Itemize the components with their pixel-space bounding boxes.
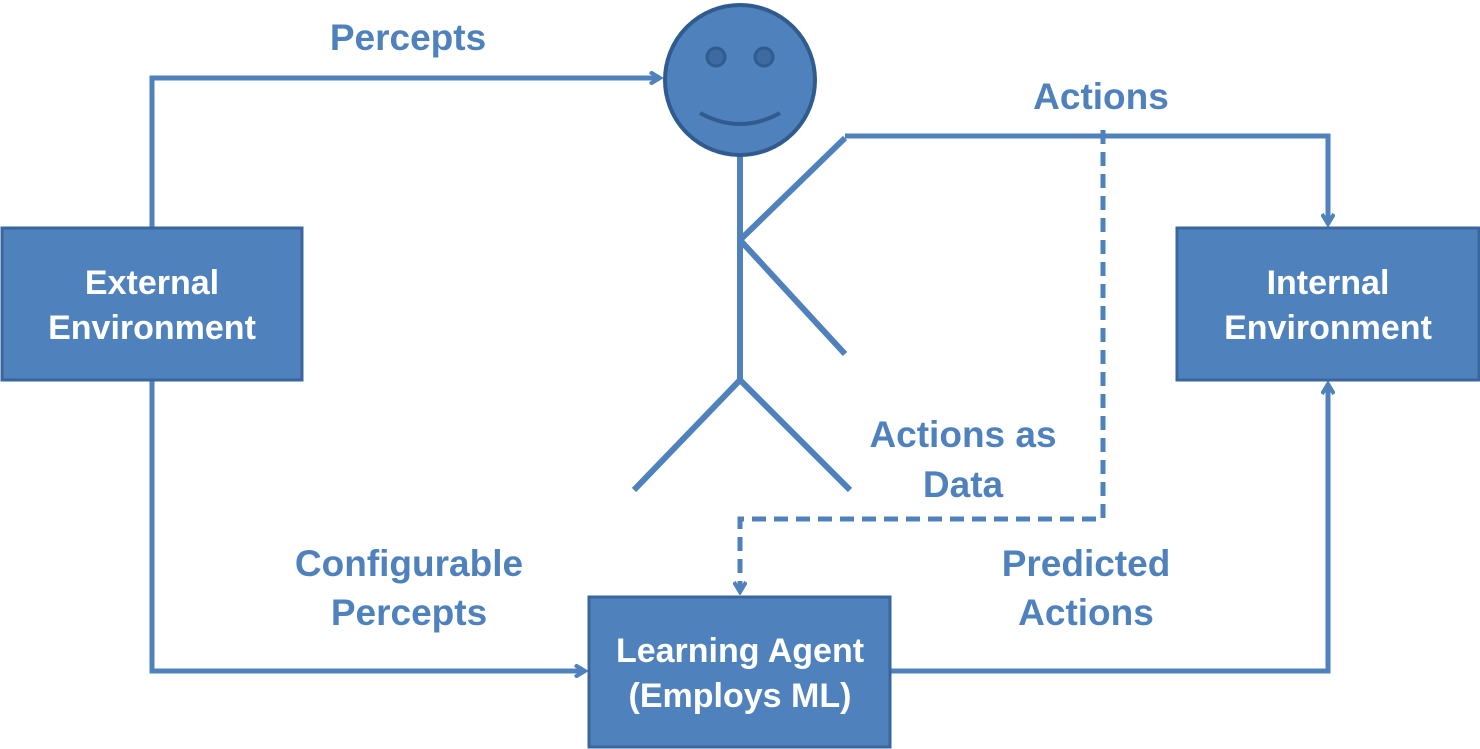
right-eye: [753, 46, 775, 68]
external-environment-box: External Environment: [0, 226, 304, 382]
internal-environment-label-2: Environment: [1224, 309, 1432, 347]
percepts-arrow: [149, 78, 660, 228]
configurable-percepts-arrow: [149, 380, 585, 671]
configurable-percepts-label-2: Percepts: [331, 592, 487, 633]
left-eye: [705, 46, 727, 68]
configurable-percepts-label-1: Configurable: [295, 543, 523, 584]
predicted-actions-label-2: Actions: [1018, 592, 1154, 633]
actions-as-data-label-2: Data: [923, 464, 1004, 505]
external-environment-label-2: Environment: [48, 309, 256, 347]
actions-as-data-label-1: Actions as: [869, 414, 1056, 455]
actions-arrow: [845, 133, 1328, 224]
external-environment-label-1: External: [85, 264, 219, 302]
learning-agent-label-1: Learning Agent: [616, 632, 864, 670]
learning-agent-label-2: (Employs ML): [629, 677, 852, 715]
stick-figure-person-icon: [631, 3, 853, 493]
learning-agent-box: Learning Agent (Employs ML): [587, 595, 892, 749]
internal-environment-label-1: Internal: [1267, 264, 1390, 302]
internal-environment-box: Internal Environment: [1175, 226, 1480, 382]
predicted-actions-label-1: Predicted: [1002, 543, 1171, 584]
face-head: [663, 3, 817, 157]
actions-as-data-arrow: [740, 130, 1106, 592]
predicted-actions-arrow: [890, 384, 1328, 674]
percepts-label: Percepts: [330, 17, 486, 58]
actions-label: Actions: [1033, 76, 1169, 117]
smile: [699, 111, 781, 126]
